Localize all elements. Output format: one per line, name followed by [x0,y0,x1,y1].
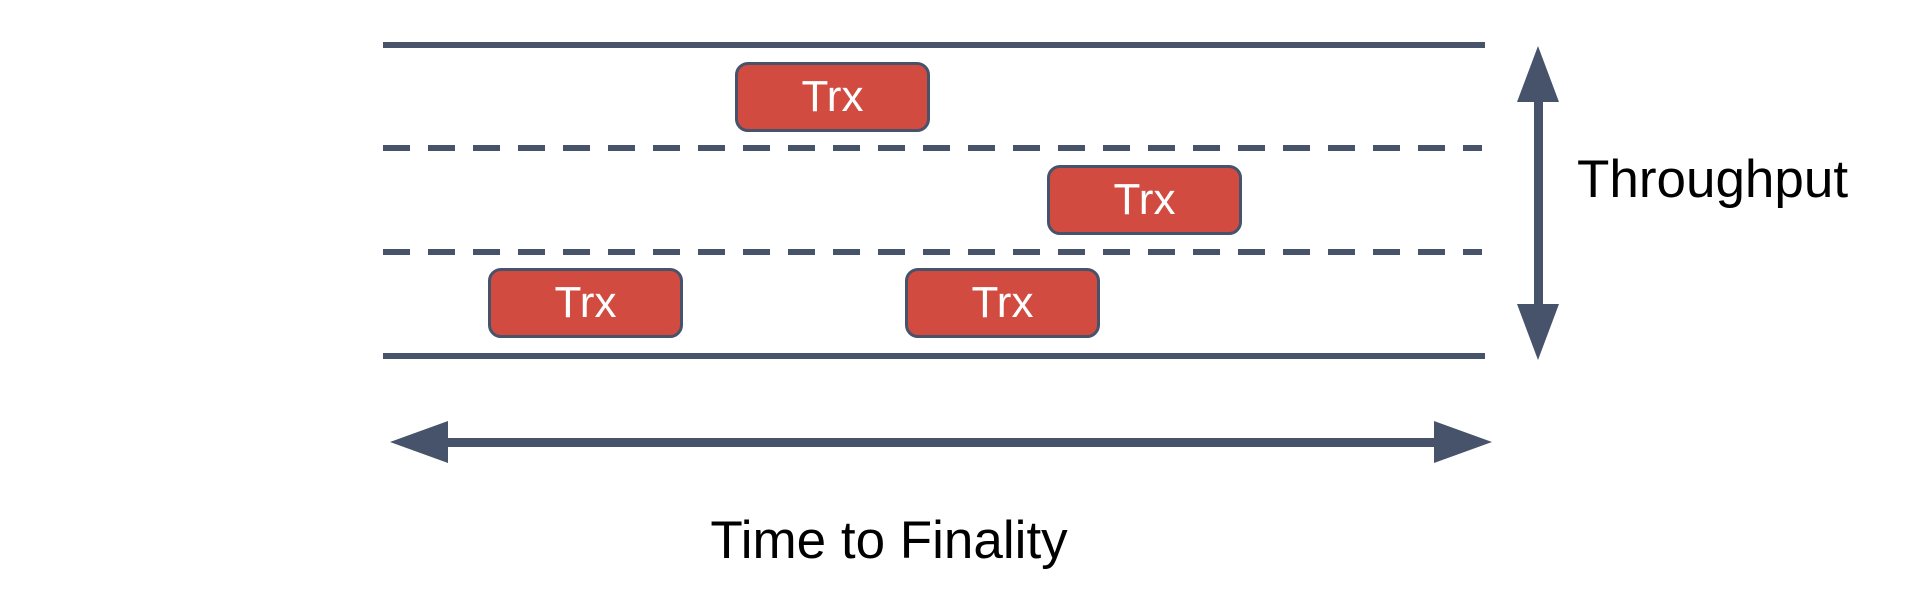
road-top-line [383,42,1485,48]
arrow-left-icon [390,421,448,463]
time-to-finality-label: Time to Finality [710,511,1068,570]
transaction-label: Trx [1113,175,1176,224]
arrow-right-icon [1434,421,1492,463]
transaction-box-lane3-right: Trx [905,268,1100,338]
time-to-finality-arrow-shaft [440,438,1440,447]
transaction-box-lane2: Trx [1047,165,1242,235]
transaction-label: Trx [801,72,864,121]
arrow-down-icon [1517,304,1559,360]
road-bottom-line [383,353,1485,359]
throughput-label: Throughput [1577,150,1849,209]
transaction-label: Trx [554,278,617,327]
transaction-label: Trx [971,278,1034,327]
lane-divider-1 [383,145,1482,151]
throughput-arrow-shaft [1534,95,1543,315]
arrow-up-icon [1517,46,1559,102]
transaction-box-lane3-left: Trx [488,268,683,338]
lane-divider-2 [383,249,1482,255]
transaction-box-lane1: Trx [735,62,930,132]
